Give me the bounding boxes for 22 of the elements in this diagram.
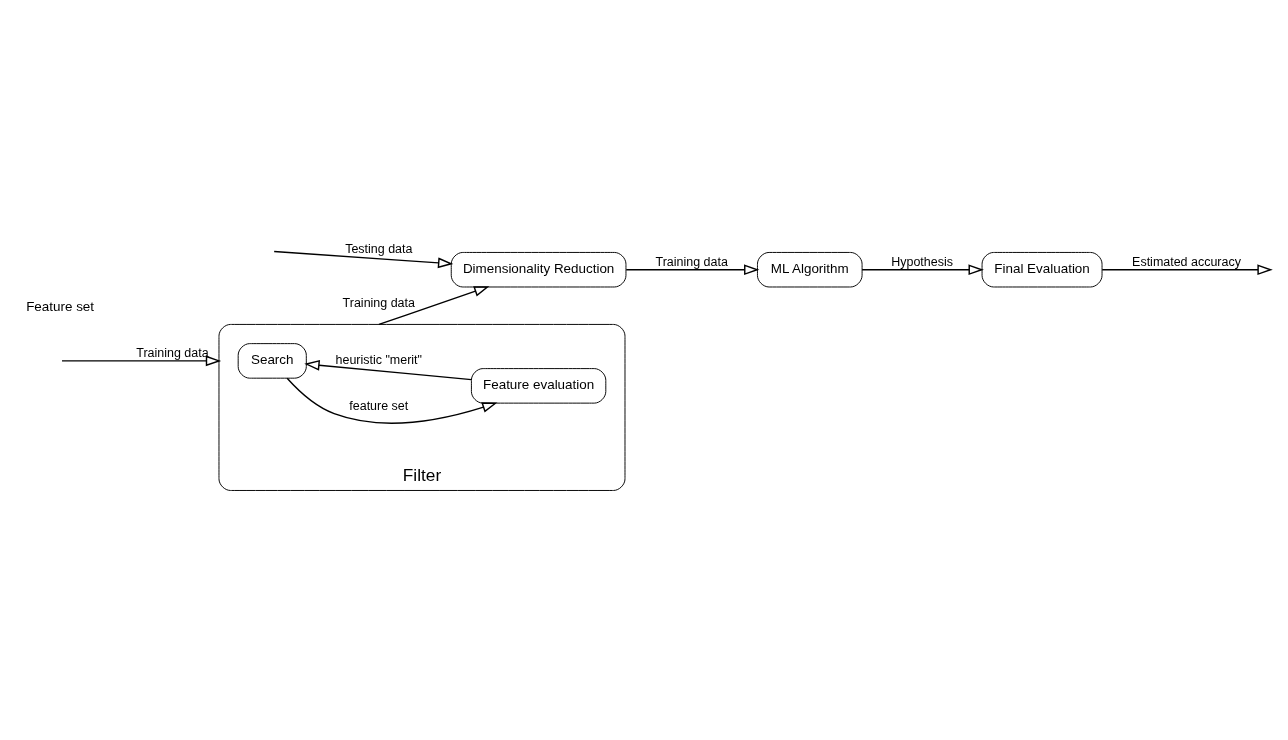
arrow (273, 250, 454, 268)
edge-label: heuristic "merit" (335, 352, 423, 367)
label: Feature set (26, 298, 95, 314)
node-box: Feature evaluation (470, 367, 607, 404)
node-box: Final Evaluation (981, 251, 1103, 287)
arrow (378, 285, 490, 325)
edge-label: Training data (136, 345, 209, 360)
node-box: ML Algorithm (756, 251, 863, 287)
arrow (625, 263, 760, 275)
arrow (61, 355, 222, 366)
arrow (861, 263, 984, 275)
arrow (304, 359, 473, 380)
edge-label: Training data (655, 254, 728, 269)
edge-label: feature set (349, 398, 409, 413)
edge-label: Hypothesis (891, 254, 953, 269)
node-box: Search (237, 342, 307, 379)
edge-label: Estimated accuracy (1132, 254, 1241, 269)
node-box: Dimensionality Reduction (450, 251, 627, 287)
arrow (286, 377, 498, 424)
arrow (1101, 263, 1273, 275)
edge-label: Testing data (345, 241, 413, 256)
edge-label: Training data (342, 295, 415, 310)
